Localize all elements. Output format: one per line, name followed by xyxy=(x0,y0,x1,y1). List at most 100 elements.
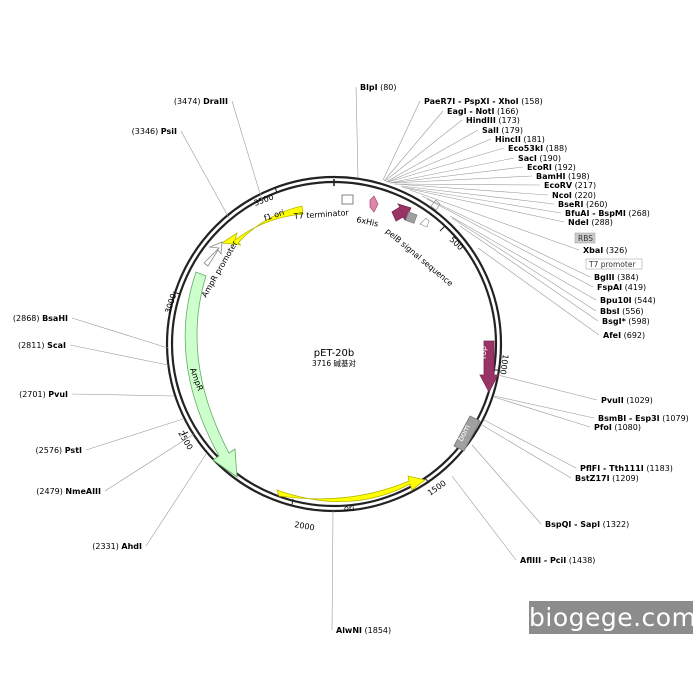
site-leader-bsmbi-esp3i xyxy=(493,395,595,419)
watermark: biogege.com xyxy=(529,601,697,634)
site-bamhi: BamHI (198) xyxy=(536,172,590,181)
tick-2000: 2000 xyxy=(291,498,316,533)
box-t7-promoter: T7 promoter xyxy=(585,258,643,270)
site-bstz17i: BstZ17I (1209) xyxy=(575,474,639,483)
site-leader-afei xyxy=(477,247,600,336)
box-rbs-label: RBS xyxy=(578,234,593,243)
site-ncoi: NcoI (220) xyxy=(552,191,596,200)
site-leader-bstz17i xyxy=(481,424,572,479)
site-leader-blpi xyxy=(355,86,359,179)
feature-label-ori: ori xyxy=(344,504,354,513)
feature-label-pelb: pelB signal sequence xyxy=(384,227,455,289)
site-leader-ndei xyxy=(404,187,565,223)
site-ecori: EcoRI (192) xyxy=(527,163,576,172)
site-leader-ecorv xyxy=(393,183,541,186)
site-bsgi-: BsgI* (598) xyxy=(602,317,650,326)
feature-pelb: pelB signal sequence xyxy=(384,203,455,289)
site-leader-alwni xyxy=(331,510,334,631)
site-ecorv: EcoRV (217) xyxy=(544,181,596,190)
site-labels: BlpI (80) PaeR7I - PspXI - XhoI (158)EagI… xyxy=(13,83,689,635)
feature-t7-terminator: T7 terminator xyxy=(293,194,354,221)
site-leader-ncoi xyxy=(394,183,549,196)
tick-label-3500: 3500 xyxy=(253,192,275,207)
site-leader-bsahi xyxy=(71,317,169,349)
site-leader-ecori xyxy=(389,166,524,184)
site-leader-pvuii xyxy=(497,374,598,401)
feature-rop: rop xyxy=(479,340,499,393)
site-afliii-pcii: AflIII - PciI (1438) xyxy=(520,556,595,565)
site-leader-draiii xyxy=(231,100,263,201)
site-leader-bspqi-sapi xyxy=(471,444,542,525)
site-bpu10i: Bpu10I (544) xyxy=(600,296,656,305)
site-leader-afliii-pcii xyxy=(451,475,517,561)
feature-label-t7-terminator: T7 terminator xyxy=(293,208,350,221)
site-leader-hindiii xyxy=(384,119,463,182)
site-psii: (3346) PsiI xyxy=(132,127,177,136)
site-leader-pvui xyxy=(71,393,175,397)
site-bspqi-sapi: BspQI - SapI (1322) xyxy=(545,520,629,529)
site-bseri: BseRI (260) xyxy=(558,200,607,209)
site-leader-bsgi- xyxy=(459,225,599,322)
site-eco53ki: Eco53kI (188) xyxy=(508,144,567,153)
site-xbai: XbaI (326) xyxy=(583,246,627,255)
tick-label-2000: 2000 xyxy=(294,520,316,532)
site-pfoi: PfoI (1080) xyxy=(594,423,641,432)
feature-ampr-promoter: AmpR promoter xyxy=(200,239,240,299)
site-leader-psti xyxy=(85,418,184,451)
site-leader-psii xyxy=(180,130,230,219)
feature-ampr: AmpR xyxy=(184,271,238,478)
site-paer7i-pspxi-xhoi: PaeR7I - PspXI - XhoI (158) xyxy=(424,97,543,106)
feature-ori: ori xyxy=(276,475,426,513)
site-leader-scai xyxy=(69,344,169,366)
site-ahdi: (2331) AhdI xyxy=(92,542,142,551)
site-leader-fspai xyxy=(426,198,594,288)
backbone-outer-ring xyxy=(165,175,503,513)
site-saci: SacI (190) xyxy=(518,154,561,163)
mcs-small-feature-white xyxy=(419,217,430,228)
site-leader-hincii xyxy=(386,138,492,183)
feature-label-6xhis: 6xHis xyxy=(356,215,380,228)
plasmid-size: 3716 碱基对 xyxy=(312,358,356,368)
site-hincii: HincII (181) xyxy=(495,135,545,144)
site-scai: (2811) ScaI xyxy=(18,341,66,350)
site-leader-bseri xyxy=(400,185,555,205)
site-leader-saci xyxy=(388,157,515,184)
site-leader-xbai xyxy=(409,189,580,251)
site-hindiii: HindIII (173) xyxy=(466,116,520,125)
mcs-small-feature-gray xyxy=(405,211,418,224)
site-leader-bglii xyxy=(421,195,591,278)
site-fspai: FspAI (419) xyxy=(597,283,646,292)
site-draiii: (3474) DraIII xyxy=(174,97,228,106)
site-leader-lines xyxy=(69,86,600,631)
site-alwni: AlwNI (1854) xyxy=(336,626,391,635)
plasmid-name: pET-20b xyxy=(314,348,355,359)
site-nmeaiii: (2479) NmeAIII xyxy=(36,487,101,496)
site-bsmbi-esp3i: BsmBI - Esp3I (1079) xyxy=(598,414,689,423)
site-pvui: (2701) PvuI xyxy=(19,390,68,399)
site-ndei: NdeI (288) xyxy=(568,218,613,227)
site-blpi: BlpI (80) xyxy=(360,83,397,92)
site-pvuii: PvuII (1029) xyxy=(601,396,653,405)
site-leader-sali xyxy=(385,129,479,183)
site-leader-eagi-noti xyxy=(383,110,444,182)
tick-500: 500 xyxy=(439,225,465,252)
site-leader-eco53ki xyxy=(387,147,505,183)
site-leader-pflfi-tth111i xyxy=(483,419,577,469)
site-pflfi-tth111i: PflFI - Tth111I (1183) xyxy=(580,464,673,473)
site-bglii: BglII (384) xyxy=(594,273,639,282)
site-sali: SalI (179) xyxy=(482,126,523,135)
feature-label-rop: rop xyxy=(479,346,488,359)
box-rbs: RBS xyxy=(574,232,596,244)
feature-label-f1-ori: f1 ori xyxy=(263,208,286,223)
site-afei: AfeI (692) xyxy=(603,331,645,340)
site-eagi-noti: EagI - NotI (166) xyxy=(447,107,519,116)
site-leader-pfoi xyxy=(493,396,591,428)
site-leader-bbsi xyxy=(451,217,597,312)
site-leader-paer7i-pspxi-xhoi xyxy=(382,100,421,181)
feature-f1-ori: f1 ori xyxy=(220,205,304,246)
tick-3500: 3500 xyxy=(253,186,278,208)
site-leader-bfuai-bspmi xyxy=(401,186,562,214)
site-leader-nmeaiii xyxy=(104,433,195,492)
